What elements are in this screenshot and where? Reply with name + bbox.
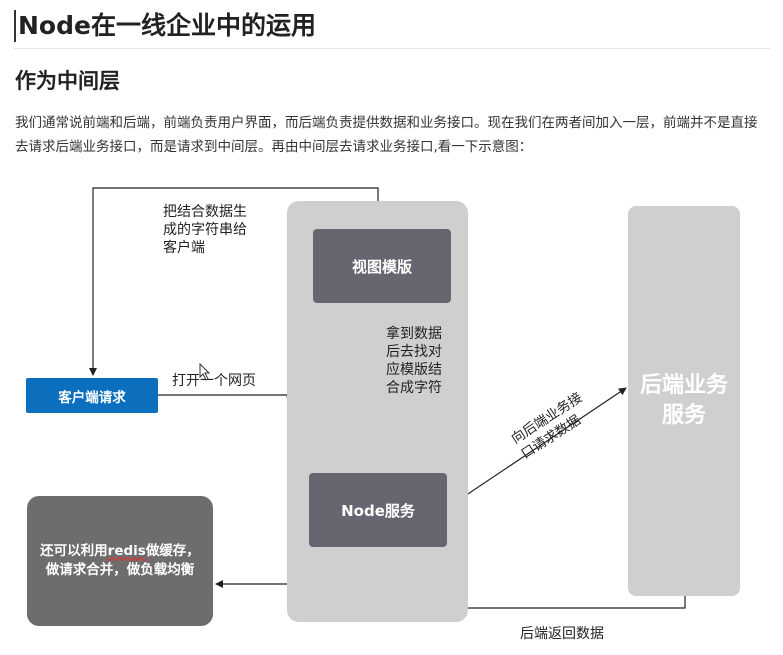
title-divider xyxy=(14,48,770,49)
redis-note-suffix: 做缓存，做请求合并，做负载均衡 xyxy=(45,543,200,578)
node-service-box: Node服务 xyxy=(309,473,447,547)
arrow-open-page xyxy=(158,394,310,509)
label-open-page: 打开一个网页 xyxy=(172,373,256,389)
backend-service-label: 后端业务服务 xyxy=(639,373,728,428)
client-request-box: 客户端请求 xyxy=(26,378,158,413)
redis-note-box: 还可以利用redis做缓存，做请求合并，做负载均衡 xyxy=(27,496,213,626)
mouse-cursor-icon xyxy=(199,363,211,381)
intro-paragraph: 我们通常说前端和后端，前端负责用户界面，而后端负责提供数据和业务接口。现在我们在… xyxy=(15,115,758,155)
arrow-to-backend xyxy=(446,387,627,509)
label-after-data: 拿到数据 后去找对 应模版结 合成字符 xyxy=(386,326,442,396)
view-template-box: 视图模版 xyxy=(313,229,451,303)
arrow-string-to-client xyxy=(89,187,379,376)
title-accent-bar xyxy=(14,10,16,42)
label-generate-string: 把结合数据生 成的字符串给 客户端 xyxy=(163,204,247,256)
page-title: Node在一线企业中的运用 xyxy=(18,11,316,40)
redis-note-prefix: 还可以利用 xyxy=(40,543,108,559)
redis-note: 还可以利用redis做缓存，做请求合并，做负载均衡 xyxy=(35,542,205,580)
section-title: 作为中间层 xyxy=(15,69,120,93)
label-backend-return: 后端返回数据 xyxy=(520,626,604,642)
backend-service-box: 后端业务服务 xyxy=(628,206,740,596)
middle-layer-diagram: 视图模版 Node服务 后端业务服务 客户端请求 还可以利用redis做缓存，做… xyxy=(0,170,783,655)
redis-note-word: redis xyxy=(107,543,146,559)
